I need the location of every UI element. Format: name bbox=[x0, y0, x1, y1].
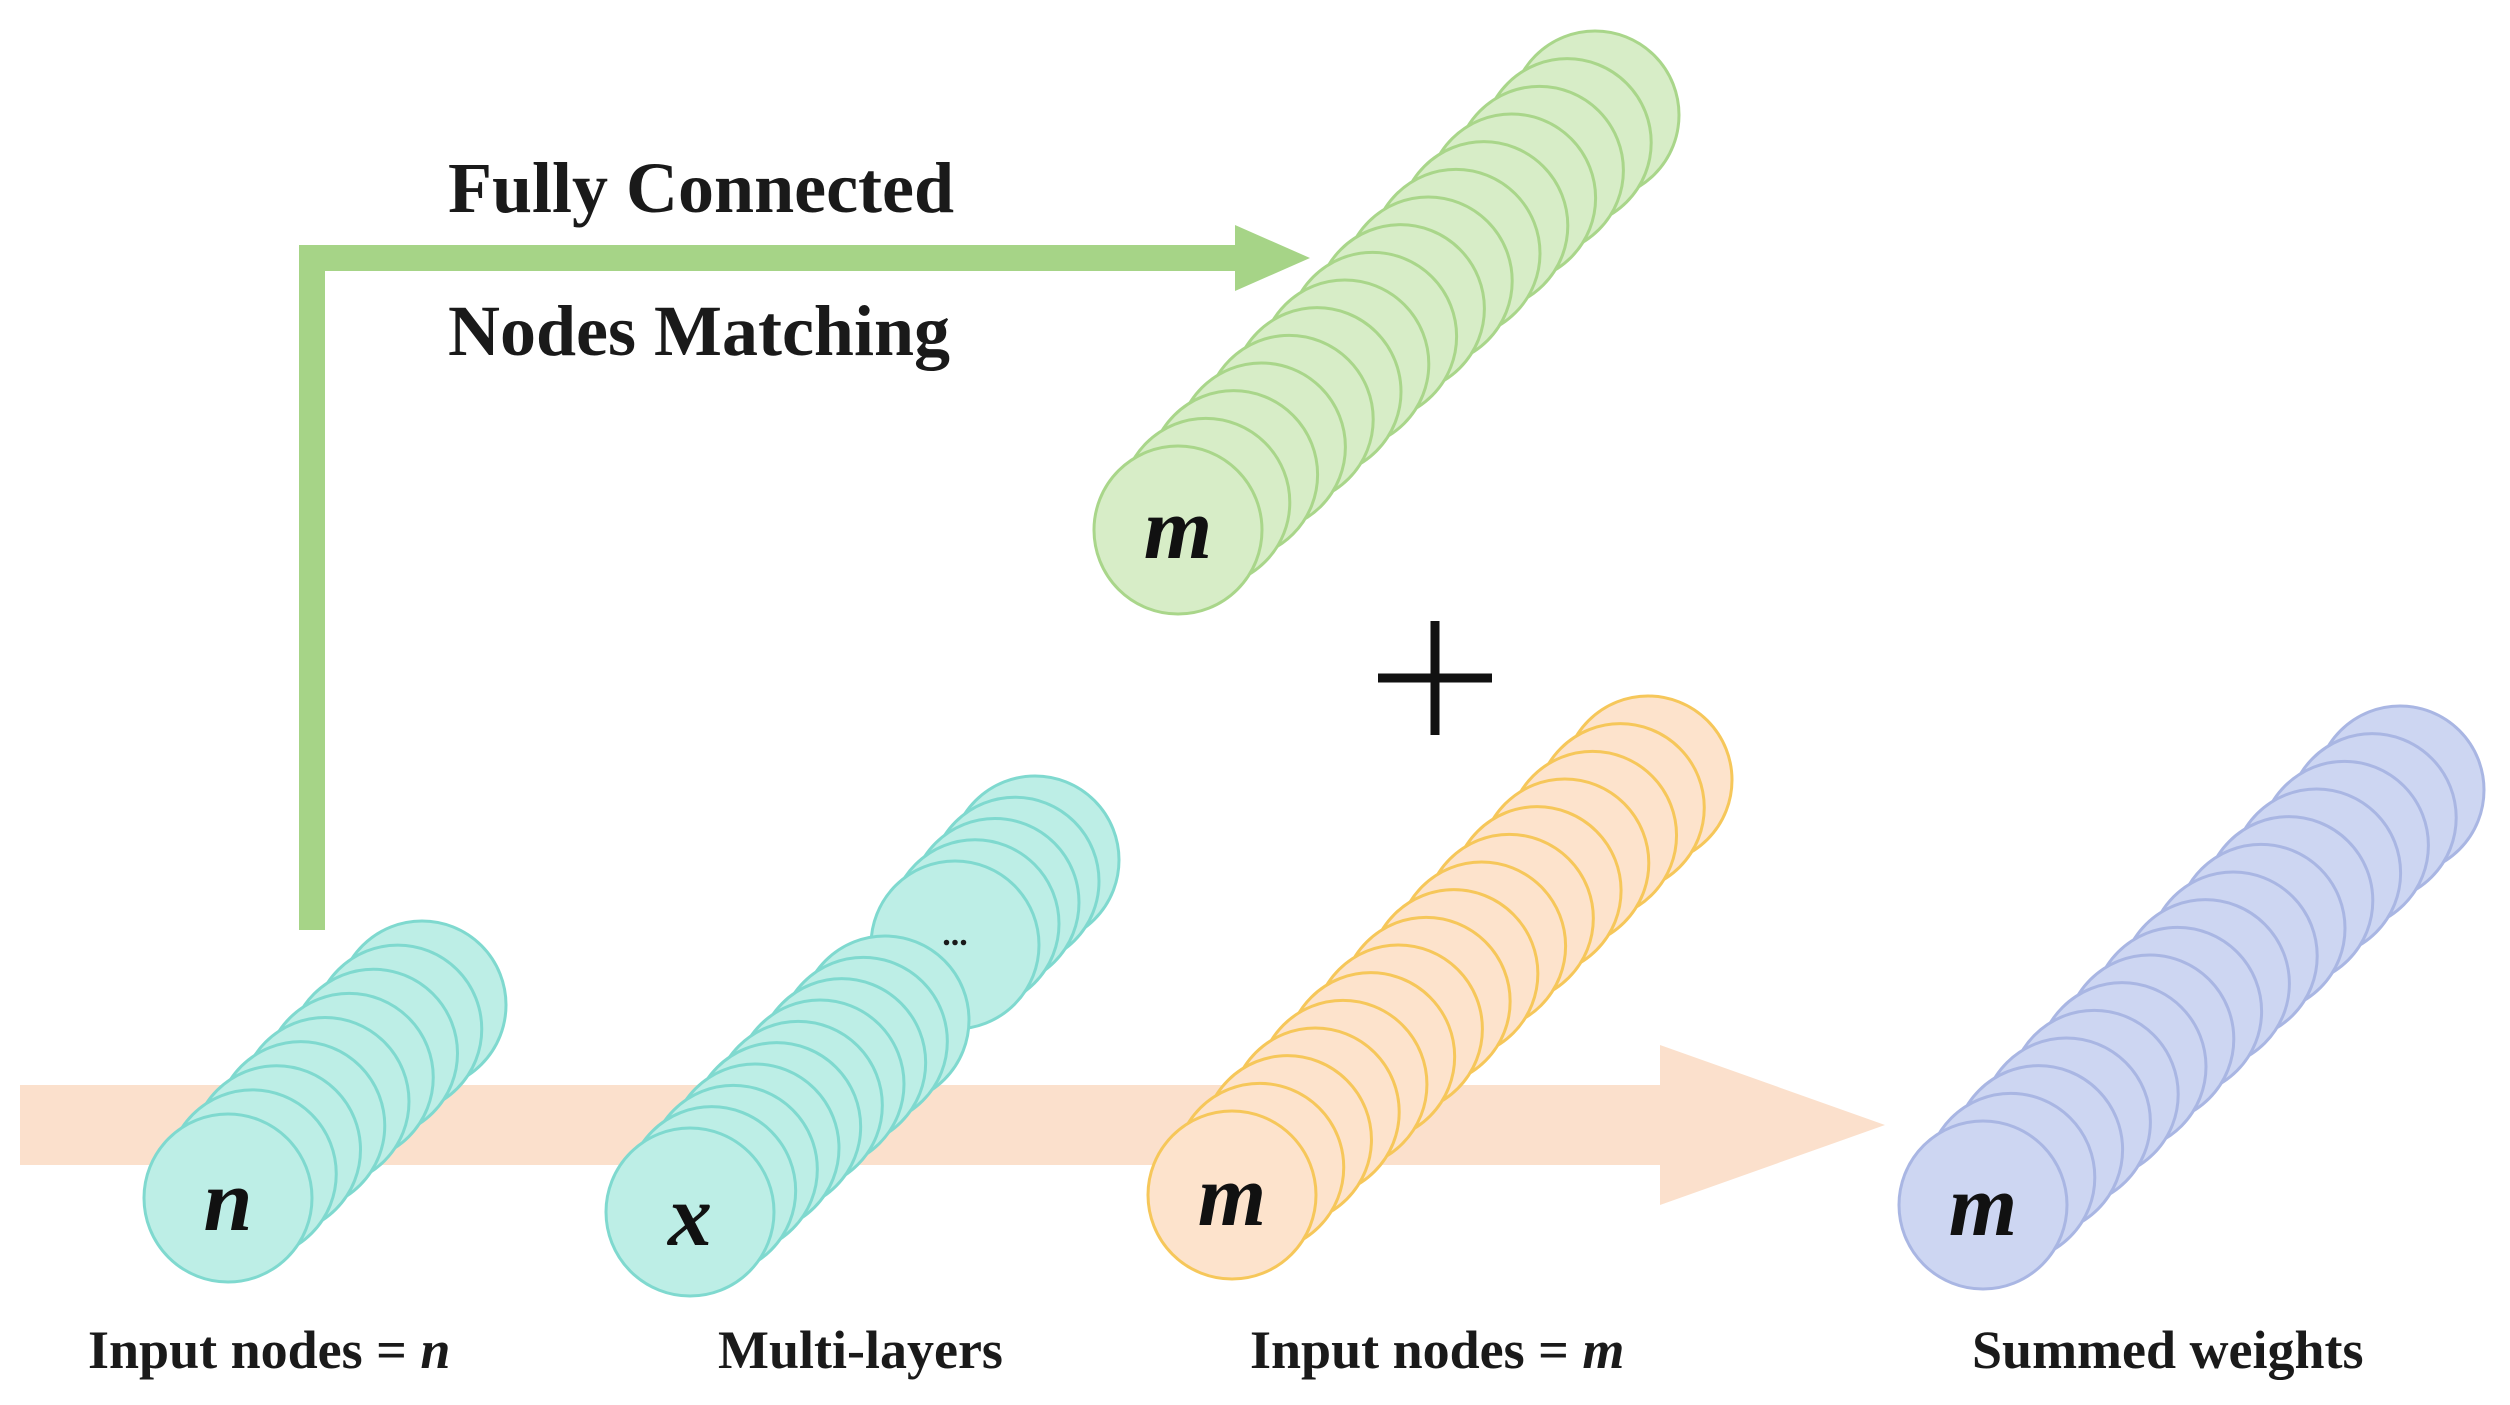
caption-input-n: Input nodes = n bbox=[88, 1320, 450, 1380]
ellipsis-label: ... bbox=[942, 916, 968, 953]
node-disc bbox=[604, 1126, 776, 1298]
input-nodes-m-stack bbox=[1146, 694, 1734, 1281]
plus-icon bbox=[1378, 621, 1492, 735]
node-disc bbox=[1092, 444, 1264, 616]
node-disc bbox=[142, 1112, 314, 1284]
caption-multi-layers: Multi-layers bbox=[718, 1320, 1003, 1380]
node-disc bbox=[1897, 1119, 2069, 1291]
node-disc bbox=[1146, 1109, 1318, 1281]
fully-connected-label: Fully Connected bbox=[448, 148, 954, 228]
summed-weights-stack bbox=[1897, 704, 2486, 1291]
symbol-m-input: m bbox=[1198, 1148, 1266, 1245]
symbol-m-fc: m bbox=[1144, 481, 1212, 578]
symbol-n: n bbox=[204, 1153, 253, 1250]
symbol-m-summed: m bbox=[1949, 1158, 2017, 1255]
fully-connected-arrow bbox=[299, 225, 1310, 930]
fully-connected-output-stack bbox=[1092, 29, 1681, 616]
caption-summed-weights: Summed weights bbox=[1972, 1320, 2364, 1380]
input-nodes-n-stack bbox=[142, 919, 508, 1284]
symbol-x: x bbox=[666, 1168, 712, 1265]
multi-layers-stack bbox=[604, 934, 971, 1298]
nodes-matching-label: Nodes Matching bbox=[448, 291, 950, 371]
caption-input-m: Input nodes = m bbox=[1250, 1320, 1624, 1380]
